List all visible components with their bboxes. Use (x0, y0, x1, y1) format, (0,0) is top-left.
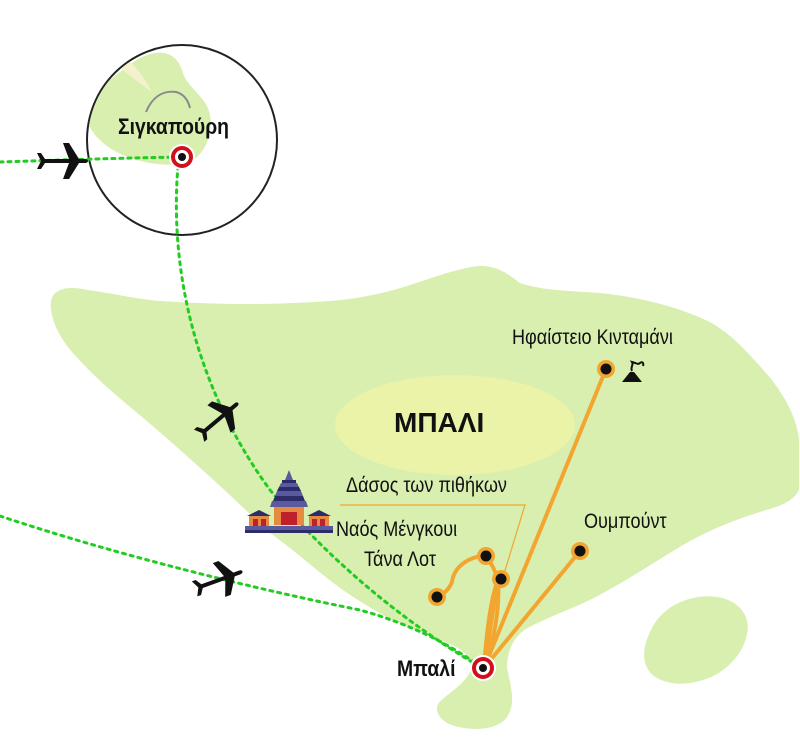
route-bali-volcano (482, 367, 608, 670)
marker-monkey-forest[interactable] (492, 570, 510, 588)
place-markers (428, 360, 615, 606)
city-marker-bali[interactable] (470, 655, 496, 681)
highland-area (335, 375, 575, 475)
volcano-icon (622, 360, 645, 382)
airplane-icon (37, 143, 88, 179)
airplane-icon (193, 401, 239, 442)
nusa-penida-island (642, 594, 750, 686)
region-label-bali: ΜΠΑΛΙ (394, 407, 485, 438)
marker-volcano[interactable] (597, 360, 615, 378)
flight-routes (0, 155, 484, 670)
monkey-forest-callout-line (340, 504, 526, 578)
marker-ubud[interactable] (571, 542, 589, 560)
flight-route-sw-bali (0, 514, 484, 670)
airplane-icon (191, 561, 243, 597)
marker-tanah-lot[interactable] (428, 588, 446, 606)
volcano-label: Ηφαίστειο Κινταμάνι (512, 326, 673, 349)
ubud-label: Ουμπούντ (584, 510, 667, 533)
singapore-label: Σιγκαπούρη (118, 114, 230, 139)
route-bali-ubud (482, 549, 582, 670)
marker-monkey-forest-upper[interactable] (477, 547, 495, 565)
bali-city-label: Μπαλί (397, 656, 456, 681)
temple-label: Ναός Μένγκουι (336, 518, 458, 541)
monkey-forest-label: Δάσος των πιθήκων (346, 474, 507, 497)
flight-route-singapore-bali (174, 164, 484, 670)
temple-icon (245, 470, 333, 533)
tanah-lot-label: Τάνα Λοτ (364, 548, 436, 571)
flight-route-west-singapore (0, 155, 184, 164)
city-marker-singapore[interactable] (169, 144, 195, 170)
